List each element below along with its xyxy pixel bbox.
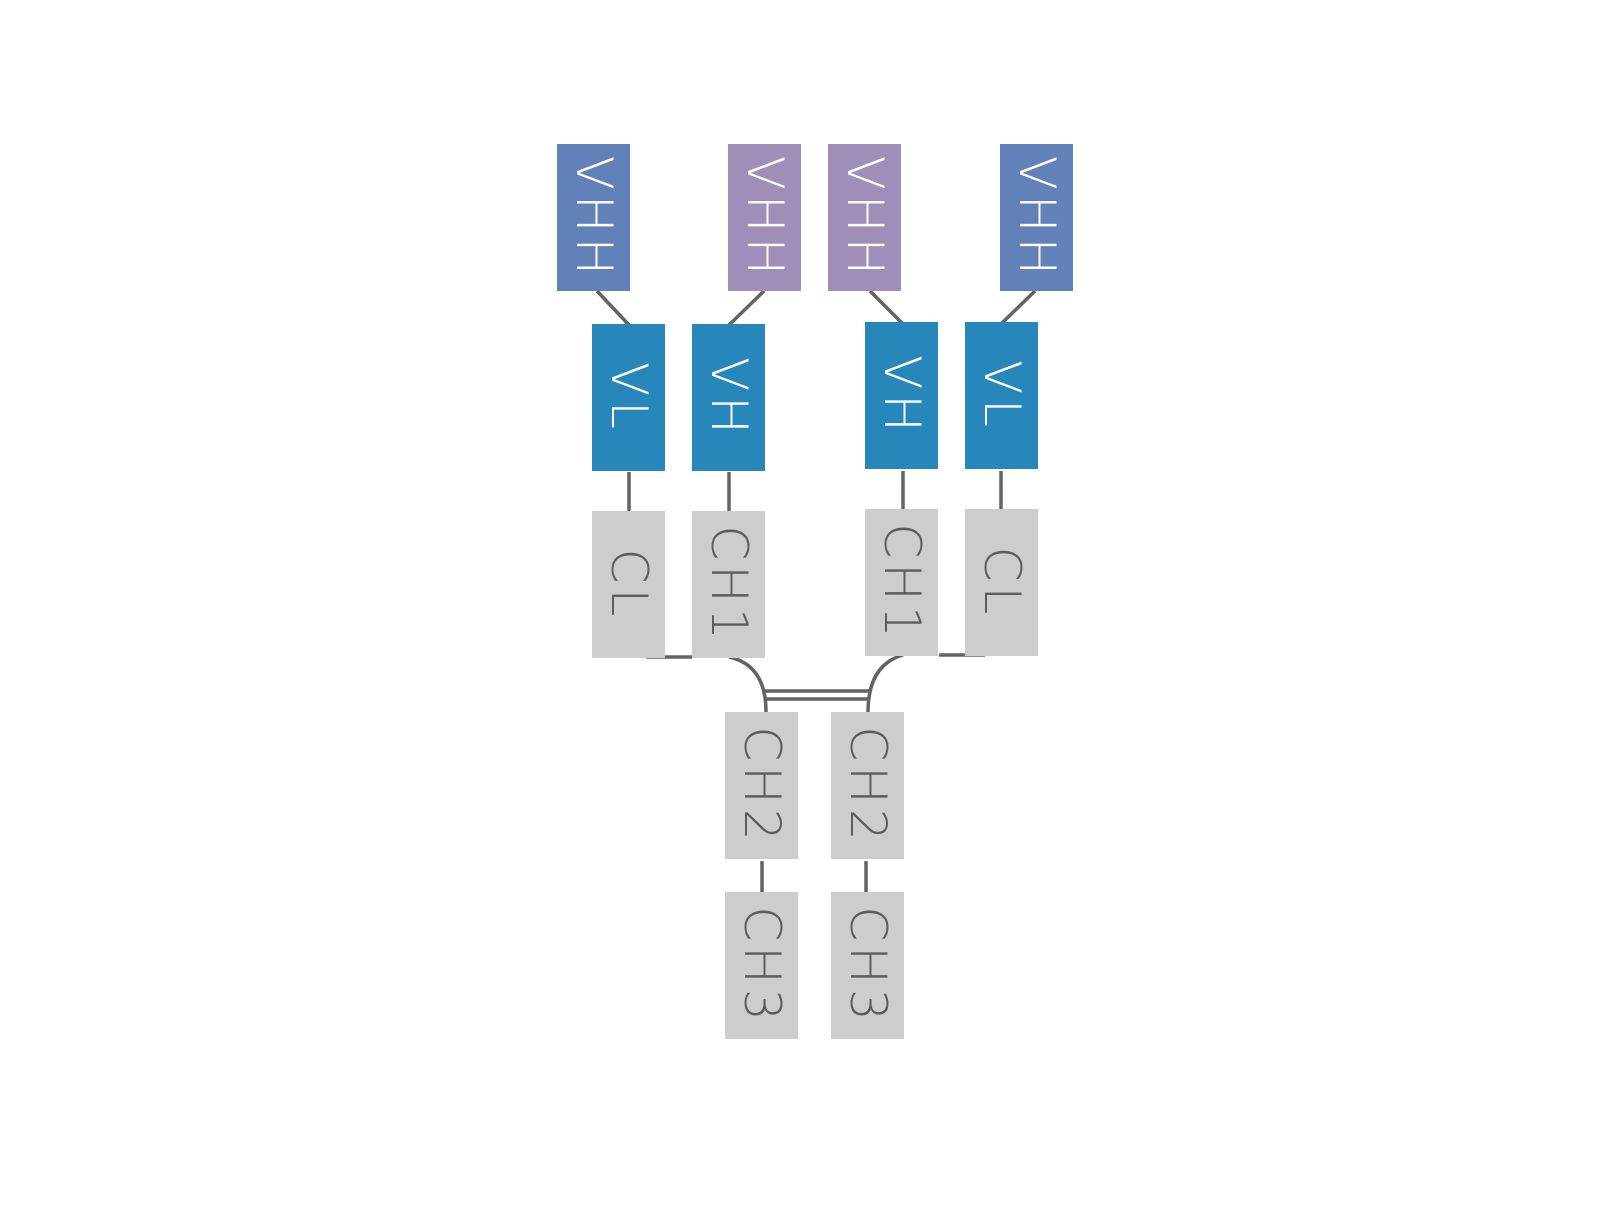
domain-label: CH1 <box>872 522 931 643</box>
link-vhh1-vl <box>595 289 631 327</box>
link-vhh4-vl <box>999 289 1037 326</box>
link-vhh3-vh <box>868 289 905 326</box>
domain-label: CH2 <box>838 725 897 846</box>
domain-vhh-1: VHH <box>557 144 630 291</box>
domain-label: CH3 <box>838 905 897 1026</box>
domain-ch1-right: CH1 <box>865 509 938 656</box>
domain-vh-left: VH <box>692 324 765 471</box>
domain-vl-left: VL <box>592 324 665 471</box>
domain-label: VH <box>872 354 931 437</box>
domain-label: VHH <box>735 155 794 280</box>
domain-cl-right: CL <box>965 509 1038 656</box>
domain-vhh-4: VHH <box>1000 144 1073 291</box>
domain-ch2-left: CH2 <box>725 712 798 859</box>
domain-vhh-3: VHH <box>828 144 901 291</box>
domain-label: VH <box>699 356 758 439</box>
domain-label: VHH <box>564 155 623 280</box>
domain-label: CH3 <box>732 905 791 1026</box>
domain-label: VL <box>972 359 1031 432</box>
hinge-right <box>866 653 904 713</box>
domain-cl-left: CL <box>592 511 665 658</box>
domain-label: CH2 <box>732 725 791 846</box>
domain-vh-right: VH <box>865 322 938 469</box>
domain-label: VHH <box>835 155 894 280</box>
domain-ch3-right: CH3 <box>831 892 904 1039</box>
domain-label: CH1 <box>699 524 758 645</box>
domain-vl-right: VL <box>965 322 1038 469</box>
hinge-left <box>728 655 768 713</box>
link-vhh2-vh <box>727 289 766 327</box>
domain-ch1-left: CH1 <box>692 511 765 658</box>
domain-vhh-2: VHH <box>728 144 801 291</box>
domain-ch2-right: CH2 <box>831 712 904 859</box>
domain-label: CL <box>599 548 658 621</box>
domain-ch3-left: CH3 <box>725 892 798 1039</box>
domain-label: VL <box>599 361 658 434</box>
domain-label: CL <box>972 546 1031 619</box>
domain-label: VHH <box>1007 155 1066 280</box>
